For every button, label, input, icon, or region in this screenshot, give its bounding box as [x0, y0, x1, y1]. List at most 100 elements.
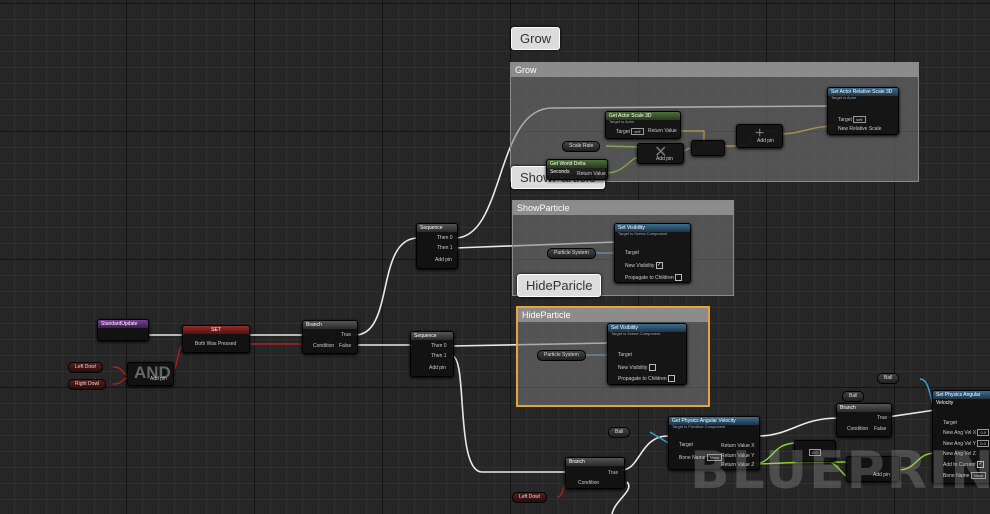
branch-condition-pin[interactable]: Condition	[313, 343, 335, 349]
exec-wire	[354, 237, 419, 336]
branch-true-pin[interactable]: True	[341, 332, 352, 338]
branch-node-right[interactable]: Branch True False Condition	[836, 403, 892, 437]
set-visibility-target-pin[interactable]: Target	[625, 250, 639, 256]
ball-getter-right-2[interactable]: Ball	[842, 391, 865, 402]
exec-wire	[757, 417, 839, 437]
sequence-node-bottom[interactable]: Sequence Then 0 Then 1 Add pin	[410, 331, 454, 377]
set-relative-scale-target-pin[interactable]: Target self	[838, 116, 866, 123]
and-add-pin[interactable]: Add pin	[150, 376, 167, 382]
branch-true-pin[interactable]: True	[877, 415, 888, 421]
add-node-add-pin[interactable]: Add pin	[757, 138, 774, 144]
standard-update-title: StandardUpdate	[98, 320, 148, 328]
left-dowl-getter-bottom[interactable]: Left Dowl	[512, 492, 547, 503]
sequence-title: Sequence	[411, 332, 453, 340]
set-visibility-target-pin[interactable]: Target	[618, 352, 632, 358]
new-ang-y-pin[interactable]: New Ang Vel Y 0.0	[943, 440, 989, 447]
hide-particle-bubble[interactable]: HideParicle	[517, 274, 602, 297]
object-wire	[649, 431, 671, 445]
float-literal-value[interactable]: 0.0	[809, 449, 821, 456]
sequence-add-pin[interactable]: Add pin	[429, 365, 446, 371]
new-visibility-pin[interactable]: New Visibility	[618, 364, 656, 371]
sequence-node-top[interactable]: Sequence Then 0 Then 1 Add pin	[416, 223, 458, 269]
return-x-pin[interactable]: Return Value X	[721, 443, 755, 449]
hide-particle-comment-title: HideParticle	[518, 308, 708, 322]
ball-getter-right[interactable]: Ball	[877, 373, 900, 384]
particle-system-getter-show[interactable]: Particle System	[547, 248, 596, 259]
add-node[interactable]: + Add pin	[736, 124, 783, 148]
propagate-children-pin[interactable]: Propagate to Children	[625, 274, 683, 281]
propagate-children-pin[interactable]: Propagate to Children	[618, 375, 676, 382]
blueprint-watermark: BLUEPRINT	[690, 441, 990, 501]
sequence-then1-pin[interactable]: Then 1	[437, 245, 453, 251]
new-ang-x-pin[interactable]: New Ang Vel X 0.0	[943, 429, 990, 436]
set-node[interactable]: SET Both Was Pressed	[182, 325, 250, 353]
standard-update-node[interactable]: StandardUpdate	[97, 319, 149, 341]
float-add-pin[interactable]: Add pin	[873, 472, 890, 478]
set-phys-angular-title: Set Physics Angular Velocity	[933, 391, 990, 406]
new-ang-z-pin[interactable]: New Ang Vel Z	[943, 451, 976, 457]
branch-false-pin[interactable]: False	[339, 343, 352, 349]
sequence-then1-pin[interactable]: Then 1	[431, 353, 447, 359]
sequence-add-pin[interactable]: Add pin	[435, 257, 452, 263]
multiply-add-pin[interactable]: Add pin	[656, 156, 673, 162]
branch-condition-pin[interactable]: Condition	[578, 480, 600, 486]
get-phys-bone-name-pin[interactable]: Bone Name None	[679, 454, 723, 461]
get-actor-scale-target-pin[interactable]: Target self	[616, 128, 644, 135]
ball-getter[interactable]: Ball	[608, 427, 631, 438]
both-was-pressed-label: Both Was Pressed	[195, 341, 237, 347]
set-phys-bone-name-pin[interactable]: Bone Name None	[943, 472, 987, 479]
multiply-node[interactable]: ✕ Add pin	[637, 143, 684, 164]
left-dowl-getter[interactable]: Left Dowl	[68, 362, 103, 373]
branch-false-pin[interactable]: False	[874, 426, 887, 432]
branch-condition-pin[interactable]: Condition	[847, 426, 869, 432]
float-wire	[897, 452, 937, 471]
get-phys-target-pin[interactable]: Target	[679, 442, 693, 448]
float-add-node[interactable]: Add pin	[846, 456, 900, 482]
branch-true-pin[interactable]: True	[608, 470, 619, 476]
new-relative-scale-pin[interactable]: New Relative Scale	[838, 126, 882, 132]
set-phys-angular-node[interactable]: Set Physics Angular Velocity Target New …	[932, 390, 990, 484]
get-actor-scale-return-pin[interactable]: Return Value	[648, 128, 677, 134]
set-phys-target-pin[interactable]: Target	[943, 420, 957, 426]
branch-title: Branch	[837, 404, 891, 412]
new-visibility-pin[interactable]: New Visibility ✓	[625, 262, 663, 269]
multiply-icon: ✕	[654, 144, 668, 161]
world-delta-node[interactable]: Get World Delta Seconds Return Value	[546, 159, 608, 180]
and-node[interactable]: AND Add pin	[127, 362, 174, 386]
grow-comment-title: Grow	[511, 63, 918, 77]
float-to-vector-node[interactable]	[691, 140, 725, 156]
add-to-current-pin[interactable]: Add to Current ✓	[943, 461, 984, 468]
right-dowl-getter[interactable]: Right Dowl	[68, 379, 107, 390]
branch-title: Branch	[303, 321, 357, 329]
float-literal-node[interactable]: 0.0	[794, 440, 836, 462]
sequence-title: Sequence	[417, 224, 457, 232]
branch-title: Branch	[566, 458, 624, 466]
exec-wire	[451, 355, 567, 473]
add-icon: +	[755, 125, 765, 142]
world-delta-return-pin[interactable]: Return Value	[577, 171, 606, 177]
grow-comment-bubble[interactable]: Grow	[511, 27, 561, 50]
exec-wire	[621, 435, 669, 471]
show-particle-comment-title: ShowParticle	[513, 201, 733, 215]
sequence-then0-pin[interactable]: Then 0	[431, 343, 447, 349]
branch-node-bottom[interactable]: Branch True Condition	[565, 457, 625, 489]
branch-node[interactable]: Branch True False Condition	[302, 320, 358, 354]
return-y-pin[interactable]: Return Value Y	[721, 453, 755, 459]
particle-system-getter-hide[interactable]: Particle System	[537, 350, 586, 361]
world-delta-title: Get World Delta Seconds	[547, 160, 607, 175]
exec-wire	[887, 409, 936, 418]
scale-rate-getter[interactable]: Scale Rate	[562, 141, 601, 152]
sequence-then0-pin[interactable]: Then 0	[437, 235, 453, 241]
set-node-title: SET	[183, 326, 249, 334]
return-z-pin[interactable]: Return Value Z	[721, 462, 755, 468]
